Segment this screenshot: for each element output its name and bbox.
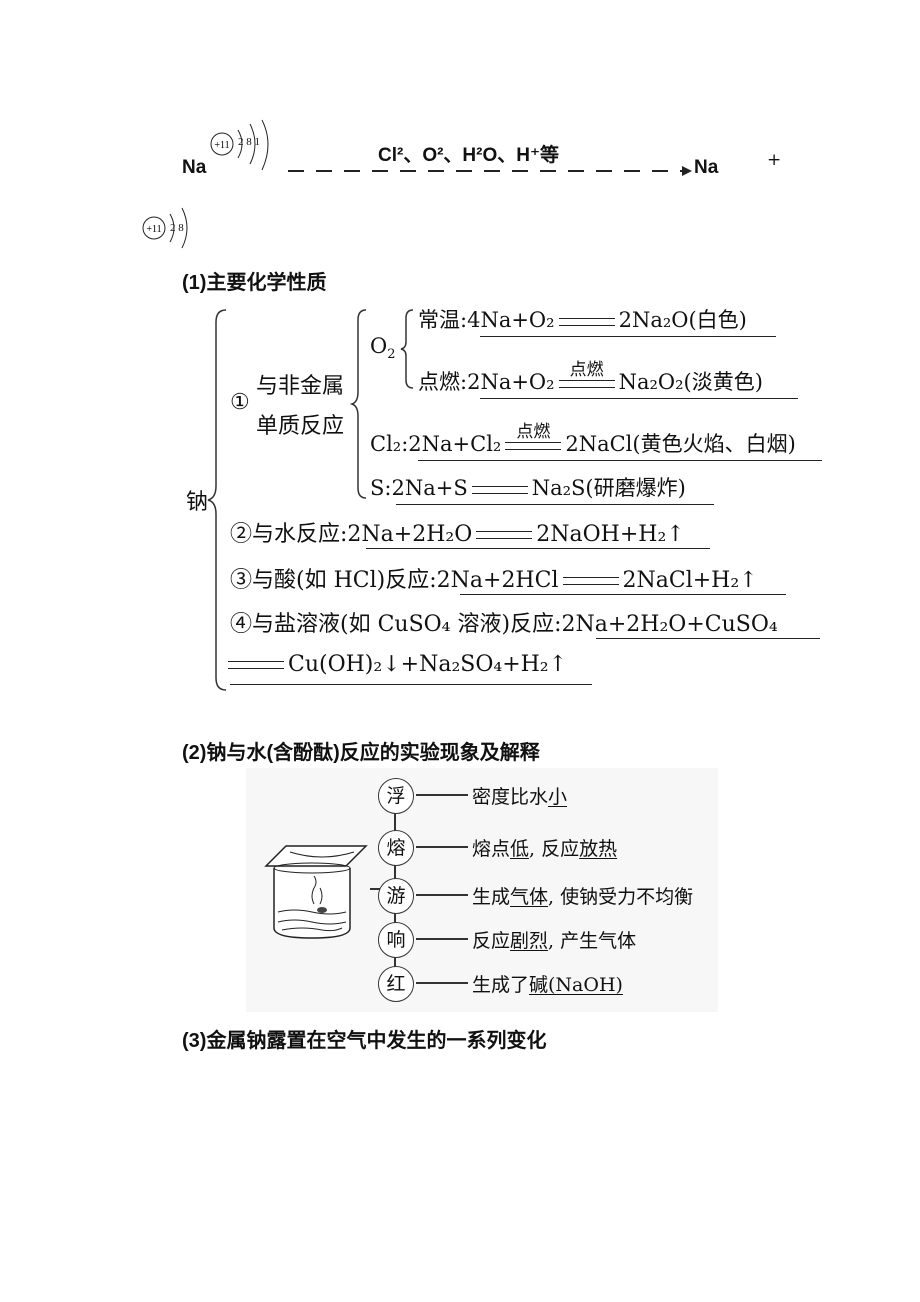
- na-ion-structure-icon: +11: [142, 207, 188, 249]
- phenomenon-swim-text: 生成气体, 使钠受力不均衡: [472, 886, 694, 908]
- phenomenon-float-text: 密度比水小: [472, 786, 568, 808]
- phenomenon-red-char: 红: [378, 966, 414, 1002]
- na-atom-label: Na: [182, 157, 207, 178]
- section3-heading: (3)金属钠露置在空气中发生的一系列变化: [182, 1030, 547, 1052]
- na-ion-label: Na: [694, 157, 719, 178]
- experiment-figure: 浮 密度比水小 熔 熔点低, 反应放热 游 生成气体, 使钠受力不均衡 响 反应…: [246, 768, 718, 1012]
- section2-heading: (2)钠与水(含酚酞)反应的实验现象及解释: [182, 742, 540, 764]
- phenomenon-melt-char: 熔: [378, 830, 414, 866]
- salt-reaction-line1: ④与盐溶液(如 CuSO₄ 溶液)反应:2Na+2H₂O+CuSO₄: [230, 612, 778, 637]
- phenomenon-melt-text: 熔点低, 反应放热: [472, 838, 618, 860]
- section1-heading: (1)主要化学性质: [182, 272, 327, 294]
- branch1-number: ①: [230, 390, 250, 415]
- dashed-arrow: [288, 166, 692, 176]
- svg-text:+11: +11: [146, 224, 161, 235]
- na-ion-shells: 2 8: [170, 222, 184, 234]
- phenomenon-swim-char: 游: [378, 878, 414, 914]
- o2-label: O2: [370, 334, 396, 363]
- phenomenon-red-text: 生成了碱(NaOH): [472, 974, 623, 996]
- branch1-line2: 单质反应: [256, 414, 345, 439]
- main-brace-icon: [207, 309, 227, 691]
- salt-reaction-line2: Cu(OH)₂↓+Na₂SO₄+H₂↑: [228, 652, 567, 677]
- phenomenon-sound-text: 反应剧烈, 产生气体: [472, 930, 637, 952]
- na-atom-structure-icon: +11: [210, 119, 269, 171]
- root-sodium: 钠: [186, 490, 209, 515]
- phenomenon-sound-char: 响: [378, 922, 414, 958]
- ion-charge: +: [767, 150, 782, 170]
- nonmetal-brace-icon: [350, 309, 367, 499]
- na-atom-shells: 2 8 1: [238, 136, 260, 148]
- beaker-icon: [264, 845, 368, 939]
- phenomenon-float-char: 浮: [378, 778, 414, 814]
- reagents-label: Cl²、O²、H²O、H⁺等: [378, 145, 560, 166]
- branch1-line1: 与非金属: [256, 374, 345, 399]
- o2-brace-icon: [400, 309, 414, 389]
- svg-text:+11: +11: [214, 140, 229, 151]
